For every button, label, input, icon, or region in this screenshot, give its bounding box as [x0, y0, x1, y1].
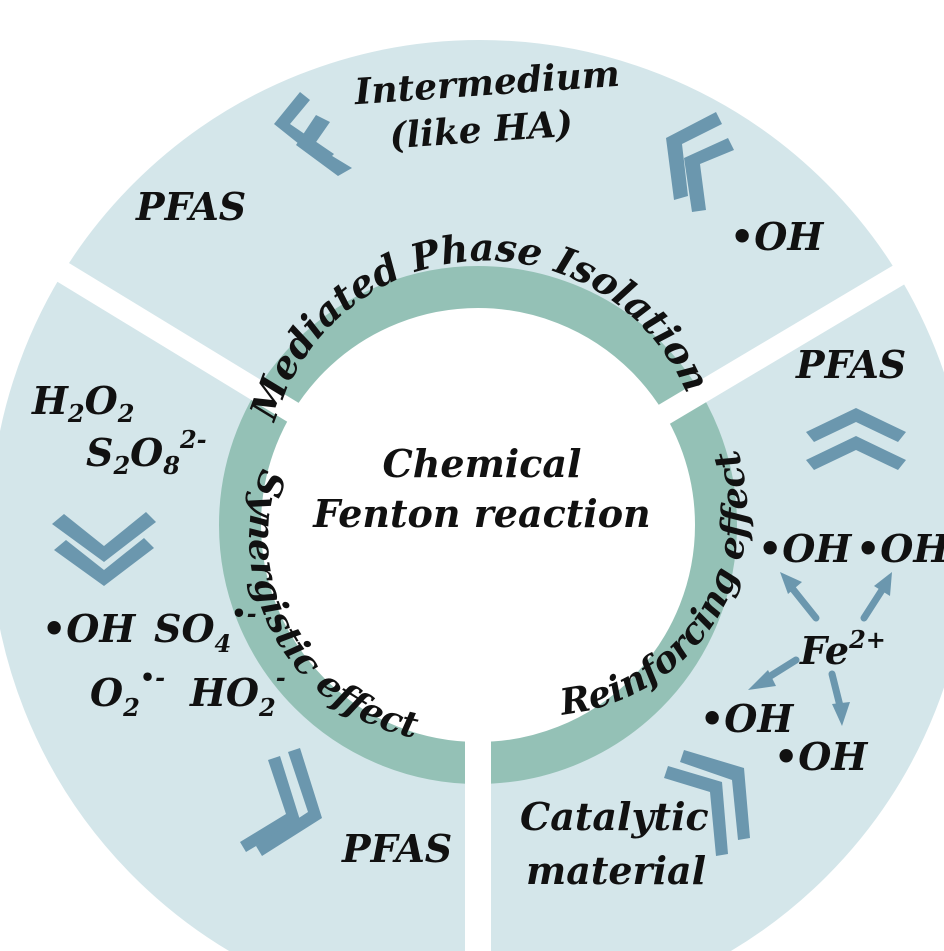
right-fe-ion: Fe2+	[799, 625, 886, 673]
top-pfas: PFAS	[135, 184, 246, 229]
right-oh-top-right: •OH	[856, 526, 944, 571]
left-radical-so4: SO4•-	[154, 599, 257, 658]
chevron-left-icon	[274, 92, 352, 176]
arrow-icon	[748, 572, 892, 726]
right-oh-bottom-left: •OH	[700, 696, 794, 741]
right-oh-top-left: •OH	[758, 526, 852, 571]
right-oh-bottom-right: •OH	[774, 734, 868, 779]
left-radical-ho2: HO2-	[189, 663, 286, 722]
left-oxidant-h2o2: H2O2	[31, 378, 134, 428]
right-pfas: PFAS	[795, 342, 906, 387]
top-radical-oh: •OH	[730, 214, 824, 259]
chevron-up-icon	[806, 408, 906, 470]
center-title-line1: Chemical	[383, 441, 582, 486]
center-disc	[262, 309, 694, 741]
chevron-up-right-icon	[664, 750, 750, 856]
right-catalytic-line2: material	[526, 848, 706, 893]
chevron-down-right-icon	[240, 748, 322, 856]
left-radical-o2: O2•-	[90, 663, 165, 722]
chevron-up-left-icon	[666, 112, 734, 212]
left-radical-oh: •OH	[42, 606, 136, 651]
left-oxidant-s2o8: S2O82-	[86, 425, 207, 480]
left-pfas: PFAS	[341, 826, 452, 871]
right-catalytic-line1: Catalytic	[520, 794, 709, 839]
center-title-line2: Fenton reaction	[312, 491, 650, 536]
chevron-down-icon	[52, 512, 156, 586]
